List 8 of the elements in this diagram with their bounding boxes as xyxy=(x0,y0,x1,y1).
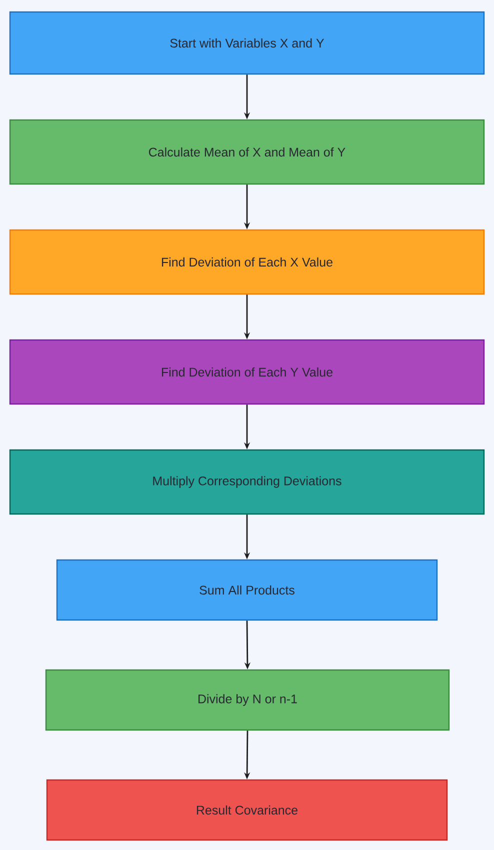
process-box: Multiply Corresponding Deviations xyxy=(9,449,485,515)
process-box: Sum All Products xyxy=(56,559,438,621)
process-box: Find Deviation of Each X Value xyxy=(9,229,485,295)
process-box: Calculate Mean of X and Mean of Y xyxy=(9,119,485,185)
process-box: Find Deviation of Each Y Value xyxy=(9,339,485,405)
process-box: Start with Variables X and Y xyxy=(9,11,485,75)
process-box: Divide by N or n-1 xyxy=(45,669,450,731)
process-box: Result Covariance xyxy=(46,779,448,841)
